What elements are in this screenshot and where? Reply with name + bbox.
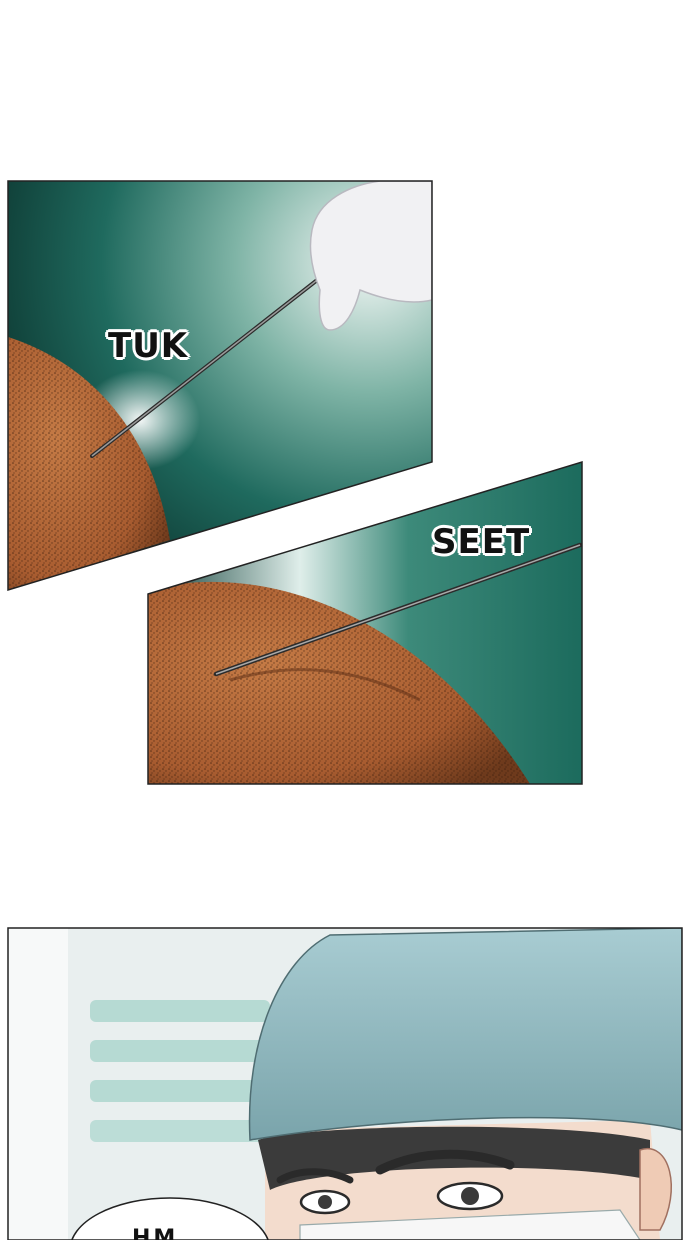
speech-bubble-text: HM... xyxy=(132,1226,212,1240)
sfx-seet: SEET xyxy=(432,522,531,562)
sfx-tuk: TUK xyxy=(108,326,189,366)
